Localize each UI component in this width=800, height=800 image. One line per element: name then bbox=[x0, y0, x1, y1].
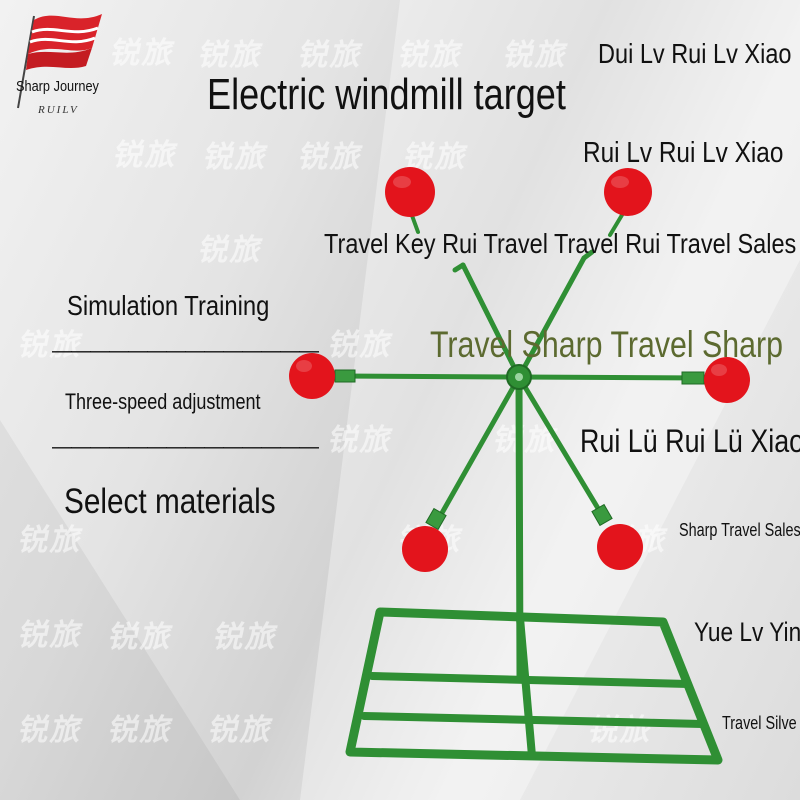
overlay-text: Rui Lü Rui Lü Xiao bbox=[580, 423, 800, 459]
overlay-text: Dui Lv Rui Lv Xiao bbox=[598, 38, 792, 69]
overlay-text: Travel Sharp Travel Sharp bbox=[430, 324, 784, 365]
target-top-left bbox=[385, 167, 435, 217]
overlay-text: Rui Lv Rui Lv Xiao bbox=[583, 137, 784, 169]
feature-three-speed: Three-speed adjustment bbox=[65, 389, 261, 414]
brand-logo-mark: RUILV bbox=[38, 104, 79, 116]
arm-lower-right bbox=[516, 374, 605, 518]
center-post bbox=[515, 378, 524, 680]
arm-upper-right bbox=[516, 255, 587, 380]
separator: —————————————— bbox=[52, 340, 319, 362]
target-left bbox=[289, 353, 335, 399]
target-top-right bbox=[604, 168, 652, 216]
overlay-text: Travel Silve bbox=[722, 713, 797, 733]
overlay-text: Travel Key Rui Travel Travel Rui Travel … bbox=[324, 228, 797, 259]
flag-icon bbox=[17, 14, 102, 109]
brand-logo[interactable]: Sharp Journey RUILV bbox=[10, 8, 120, 118]
feature-simulation-training: Simulation Training bbox=[67, 290, 270, 321]
page-title: Electric windmill target bbox=[207, 70, 566, 119]
base-crossbar bbox=[360, 712, 706, 728]
target-right bbox=[704, 357, 750, 403]
base-frame bbox=[345, 607, 723, 765]
base-crossbar bbox=[368, 672, 692, 688]
target-bottom-right bbox=[597, 524, 643, 570]
arm-right bbox=[516, 374, 708, 381]
target-bottom-left bbox=[402, 526, 448, 572]
arm-lower-left bbox=[435, 374, 522, 523]
overlay-text: Sharp Travel Sales bbox=[679, 520, 800, 540]
feature-select-materials: Select materials bbox=[64, 482, 276, 521]
separator: —————————————— bbox=[52, 436, 319, 458]
overlay-text: Yue Lv Yin bbox=[694, 617, 800, 647]
brand-name: Sharp Journey bbox=[16, 78, 99, 95]
arm-upper-left bbox=[460, 262, 522, 380]
arm-left bbox=[337, 373, 522, 380]
